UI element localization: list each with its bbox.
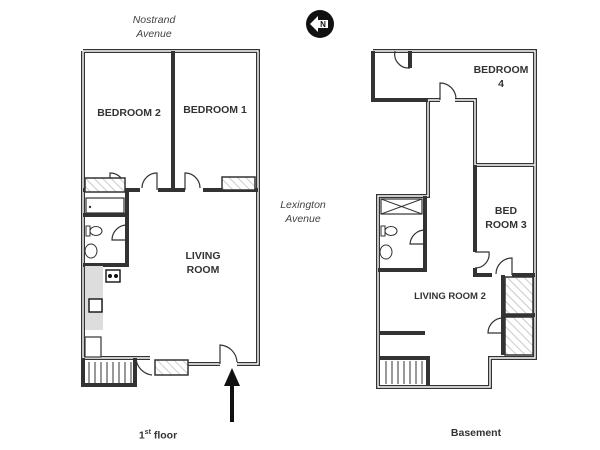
street-type: Avenue <box>285 213 321 225</box>
street-name: Lexington <box>280 199 326 211</box>
closet <box>221 176 256 191</box>
closet <box>504 316 534 356</box>
toilet-icon <box>85 225 103 237</box>
street-type: Avenue <box>136 28 172 40</box>
room-label-living-room: LIVING ROOM <box>170 249 236 277</box>
room-label-line: ROOM <box>186 264 220 276</box>
shower-icon <box>380 198 423 215</box>
sink-icon <box>84 243 98 259</box>
entrance-arrow-icon <box>224 368 240 422</box>
compass-icon: N <box>306 10 334 38</box>
street-name: Nostrand <box>132 14 176 26</box>
stairs-icon <box>88 362 132 383</box>
bathtub-icon <box>85 197 125 214</box>
room-label-bedroom-4: BEDROOM 4 <box>470 63 532 91</box>
sink-icon <box>379 244 393 260</box>
basement-walls <box>371 49 537 389</box>
floor-title-first: 1st floor <box>128 426 188 443</box>
room-label-bedroom-1: BEDROOM 1 <box>183 104 247 116</box>
stairs-icon <box>385 361 423 384</box>
toilet-icon <box>380 225 398 237</box>
room-label-bedroom-3: BED ROOM 3 <box>477 204 535 232</box>
floor-word: floor <box>150 429 178 442</box>
room-label-line: LIVING <box>185 250 221 262</box>
floor-number: 1 <box>138 429 145 442</box>
room-label-line: BED <box>494 205 518 217</box>
svg-text:N: N <box>320 20 326 29</box>
room-label-bedroom-2: BEDROOM 2 <box>97 107 161 119</box>
street-label-lexington: Lexington Avenue <box>272 198 334 226</box>
room-label-line: BEDROOM <box>473 64 529 76</box>
closet <box>154 359 189 376</box>
floor-title-basement: Basement <box>450 427 502 439</box>
room-label-living-room-2: LIVING ROOM 2 <box>414 291 486 302</box>
street-label-nostrand: Nostrand Avenue <box>124 13 184 41</box>
room-label-line: ROOM 3 <box>485 219 527 231</box>
kitchen-sink-icon <box>88 298 103 313</box>
room-label-line: 4 <box>498 78 504 90</box>
stove-icon <box>105 269 121 283</box>
first-floor-walls <box>81 49 260 387</box>
basement-doors <box>394 50 513 334</box>
floor-ordinal: st <box>144 429 151 436</box>
first-floor-doors <box>109 172 238 376</box>
closet <box>504 276 534 315</box>
fridge-icon <box>84 336 102 358</box>
kitchen-counter <box>85 266 103 330</box>
closet <box>84 177 126 193</box>
